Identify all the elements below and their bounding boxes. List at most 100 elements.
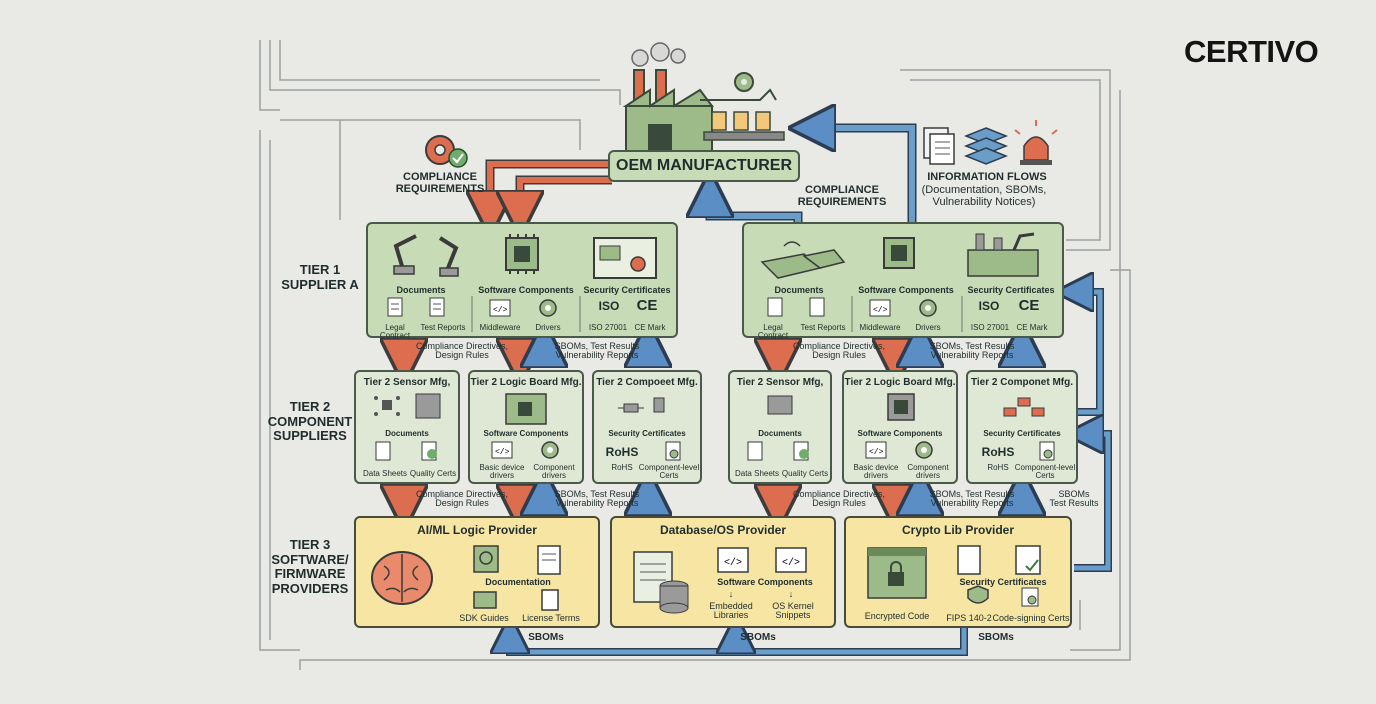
tier3-crypto-box[interactable]: Crypto Lib Provider Encrypted Code Secur… <box>844 516 1072 628</box>
chip-icon <box>505 234 539 274</box>
svg-text:</>: </> <box>873 306 888 315</box>
ce-mark-label: CE Mark <box>634 323 666 332</box>
legal-contract-icon <box>387 297 403 317</box>
compliance-requirements-left: COMPLIANCE REQUIREMENTS <box>395 171 485 195</box>
sdk-book-icon <box>473 591 497 609</box>
quality-certs-icon <box>793 441 809 461</box>
ai-ml-title: AI/ML Logic Provider <box>417 523 537 537</box>
drivers-gear-icon <box>919 299 937 317</box>
certificate-check-icon <box>1015 545 1041 575</box>
sdk-guides-label: SDK Guides <box>459 613 509 623</box>
sboms-label-left: SBOMs, Test Results Vulnerability Report… <box>554 341 640 361</box>
code-signing-label: Code-signing Certs <box>992 613 1070 623</box>
tier2-logic-board-box-right[interactable]: Tier 2 Logic Board Mfg. </> Software Com… <box>842 370 958 484</box>
embedded-arrow: ↓ <box>728 589 734 599</box>
tier2-sensor-box-left[interactable]: Tier 2 Sensor Mfg, Documents Data Sheets… <box>354 370 460 484</box>
ai-icons <box>371 545 561 611</box>
tier2-logic-title: Tier 2 Logic Board Mfg. <box>844 377 956 388</box>
tier2-logic-board-box-left[interactable]: Tier 2 Logic Board Mfg. </> Software Com… <box>468 370 584 484</box>
middleware-label: Middleware <box>859 323 901 332</box>
tier1-supplier-a-box-right[interactable]: </> ISO CE Documents Software Components… <box>742 222 1064 340</box>
quality-certs-label: Quality Certs <box>781 469 829 478</box>
code-icon: </> <box>865 441 887 459</box>
rohs-label: RoHS <box>611 463 633 472</box>
directives-label-right-2: Compliance Directives, Design Rules <box>792 489 886 509</box>
svg-text:</>: </> <box>869 448 884 457</box>
logic-board-icons: </> <box>491 393 559 459</box>
tier2-label: TIER 2 COMPONENT SUPPLIERS <box>267 399 353 444</box>
drivers-label: Drivers <box>915 323 941 332</box>
sboms-label-right-2: SBOMs, Test Results Vulnerability Report… <box>929 489 1015 509</box>
settings-doc-icon <box>473 545 499 573</box>
license-icon <box>541 589 559 611</box>
legal-contract-label: Legal Contract <box>379 323 411 341</box>
tier2-componet-box[interactable]: Tier 2 Componet Mfg. Security Certificat… <box>966 370 1078 484</box>
iso-badge: ISO <box>978 299 1000 313</box>
fips-label: FIPS 140-2 <box>946 613 992 623</box>
tier3-ai-ml-box[interactable]: AI/ML Logic Provider Documentation SDK G… <box>354 516 600 628</box>
tier2-sensor-title: Tier 2 Sensor Mfg, <box>363 377 451 388</box>
test-reports-label: Test Reports <box>800 323 846 332</box>
kernel-arrow: ↓ <box>788 589 794 599</box>
tier2-sensor-box-right[interactable]: Tier 2 Sensor Mfg, Documents Data Sheets… <box>728 370 832 484</box>
svg-text:</>: </> <box>782 557 800 569</box>
factory-icon <box>622 42 785 153</box>
security-certificates-label: Security Certificates <box>608 429 686 438</box>
documents-label: Documents <box>774 285 824 295</box>
circuit-board-icon <box>505 393 547 425</box>
tier3-label: TIER 3 SOFTWARE/ FIRMWARE PROVIDERS <box>271 537 349 596</box>
certificate-icon <box>593 237 657 279</box>
tier1-label: TIER 1 SUPPLIER A <box>281 262 359 292</box>
gear-icon <box>915 441 933 459</box>
sboms-label-right: SBOMs, Test Results Vulnerability Report… <box>929 341 1015 361</box>
rohs-big: RoHS <box>981 445 1015 459</box>
chip-icon <box>887 393 915 421</box>
chip-grid-icon <box>415 393 441 419</box>
tier2-sensor-title: Tier 2 Sensor Mfg, <box>736 377 824 388</box>
document-database-icon <box>633 551 689 614</box>
security-certificates-label: Security Certificates <box>983 429 1061 438</box>
crypto-icons <box>867 545 1041 607</box>
information-flows-subtitle: (Documentation, SBOMs, Vulnerability Not… <box>921 184 1047 208</box>
basic-drivers-label: Basic device drivers <box>479 463 525 481</box>
software-components-label: Software Components <box>717 577 813 587</box>
ce-mark-label: CE Mark <box>1016 323 1048 332</box>
test-reports-icon <box>429 297 445 317</box>
sensor-network-icon <box>374 396 400 416</box>
encrypted-code-icon <box>867 547 927 599</box>
chip-icon <box>883 237 915 269</box>
document-icon <box>957 545 981 575</box>
ce-badge: CE <box>636 297 658 314</box>
data-sheets-label: Data Sheets <box>362 469 408 478</box>
tier1-supplier-a-box-left[interactable]: </> ISO CE Documents Software Components… <box>366 222 678 341</box>
software-components-label: Software Components <box>483 429 569 438</box>
os-kernel-label: OS Kernel Snippets <box>772 601 814 621</box>
sensor-icons <box>374 393 441 461</box>
component-icons <box>1003 397 1055 461</box>
iso-27001-label: ISO 27001 <box>970 323 1010 332</box>
tier1-right-icons: </> <box>760 232 1039 332</box>
crypto-title: Crypto Lib Provider <box>901 523 1014 537</box>
code-signing-icon <box>1021 587 1039 607</box>
drivers-label: Drivers <box>535 323 561 332</box>
middleware-icon: </> <box>489 299 511 317</box>
tier2-compoeet-box[interactable]: Tier 2 Compoeet Mfg. Security Certificat… <box>592 370 702 484</box>
directives-label-left-2: Compliance Directives, Design Rules <box>415 489 509 509</box>
sboms-label-left-2: SBOMs, Test Results Vulnerability Report… <box>554 489 640 509</box>
brain-icon <box>371 551 433 605</box>
code-window-icon: </> <box>775 547 807 573</box>
legal-contract-icon <box>767 297 783 317</box>
tier2-componet-title: Tier 2 Componet Mfg. <box>970 377 1074 388</box>
code-window-icon: </> <box>717 547 749 573</box>
up-blue-arrows <box>544 340 1022 512</box>
code-icon: </> <box>491 441 513 459</box>
shield-icon <box>967 585 989 604</box>
software-components-label: Software Components <box>857 429 943 438</box>
test-reports-icon <box>809 297 825 317</box>
oem-manufacturer-box[interactable]: OEM MANUFACTURER <box>608 150 800 182</box>
embedded-libraries-label: Embedded Libraries <box>709 601 753 621</box>
data-sheets-label: Data Sheets <box>734 469 780 478</box>
tier3-database-os-box[interactable]: Database/OS Provider </> </> Software Co… <box>610 516 836 628</box>
middleware-label: Middleware <box>479 323 521 332</box>
factory-small-icon <box>967 232 1039 277</box>
